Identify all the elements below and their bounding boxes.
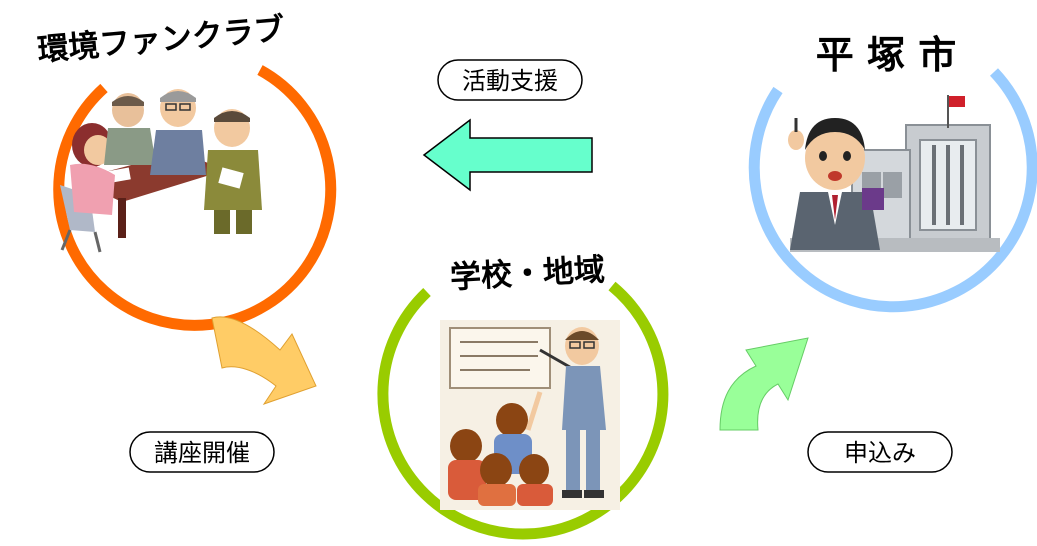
- classroom-illustration: [440, 320, 620, 510]
- school-ring: [377, 281, 669, 540]
- city-official-illustration: [788, 95, 1000, 252]
- support-label: 活動支援: [462, 67, 558, 95]
- school-node: 学校・地域: [377, 252, 669, 540]
- lecture-arrow: [211, 316, 317, 405]
- support-label-pill: 活動支援: [437, 59, 583, 101]
- city-ring: [748, 68, 1037, 313]
- fan-club-ring: [53, 65, 337, 331]
- city-title: 平 塚 市: [816, 33, 956, 77]
- meeting-illustration: [60, 89, 262, 253]
- city-node: 平 塚 市: [748, 33, 1037, 313]
- lecture-label-pill: 講座開催: [129, 431, 275, 473]
- fan-club-title: 環境ファンクラブ: [36, 11, 286, 68]
- fan-club-node: 環境ファンクラブ: [36, 11, 337, 331]
- apply-label: 申込み: [844, 439, 916, 467]
- lecture-label: 講座開催: [154, 439, 250, 467]
- school-title: 学校・地域: [449, 252, 606, 296]
- apply-arrow: [719, 337, 809, 431]
- support-arrow: [422, 118, 593, 192]
- apply-label-pill: 申込み: [807, 431, 953, 473]
